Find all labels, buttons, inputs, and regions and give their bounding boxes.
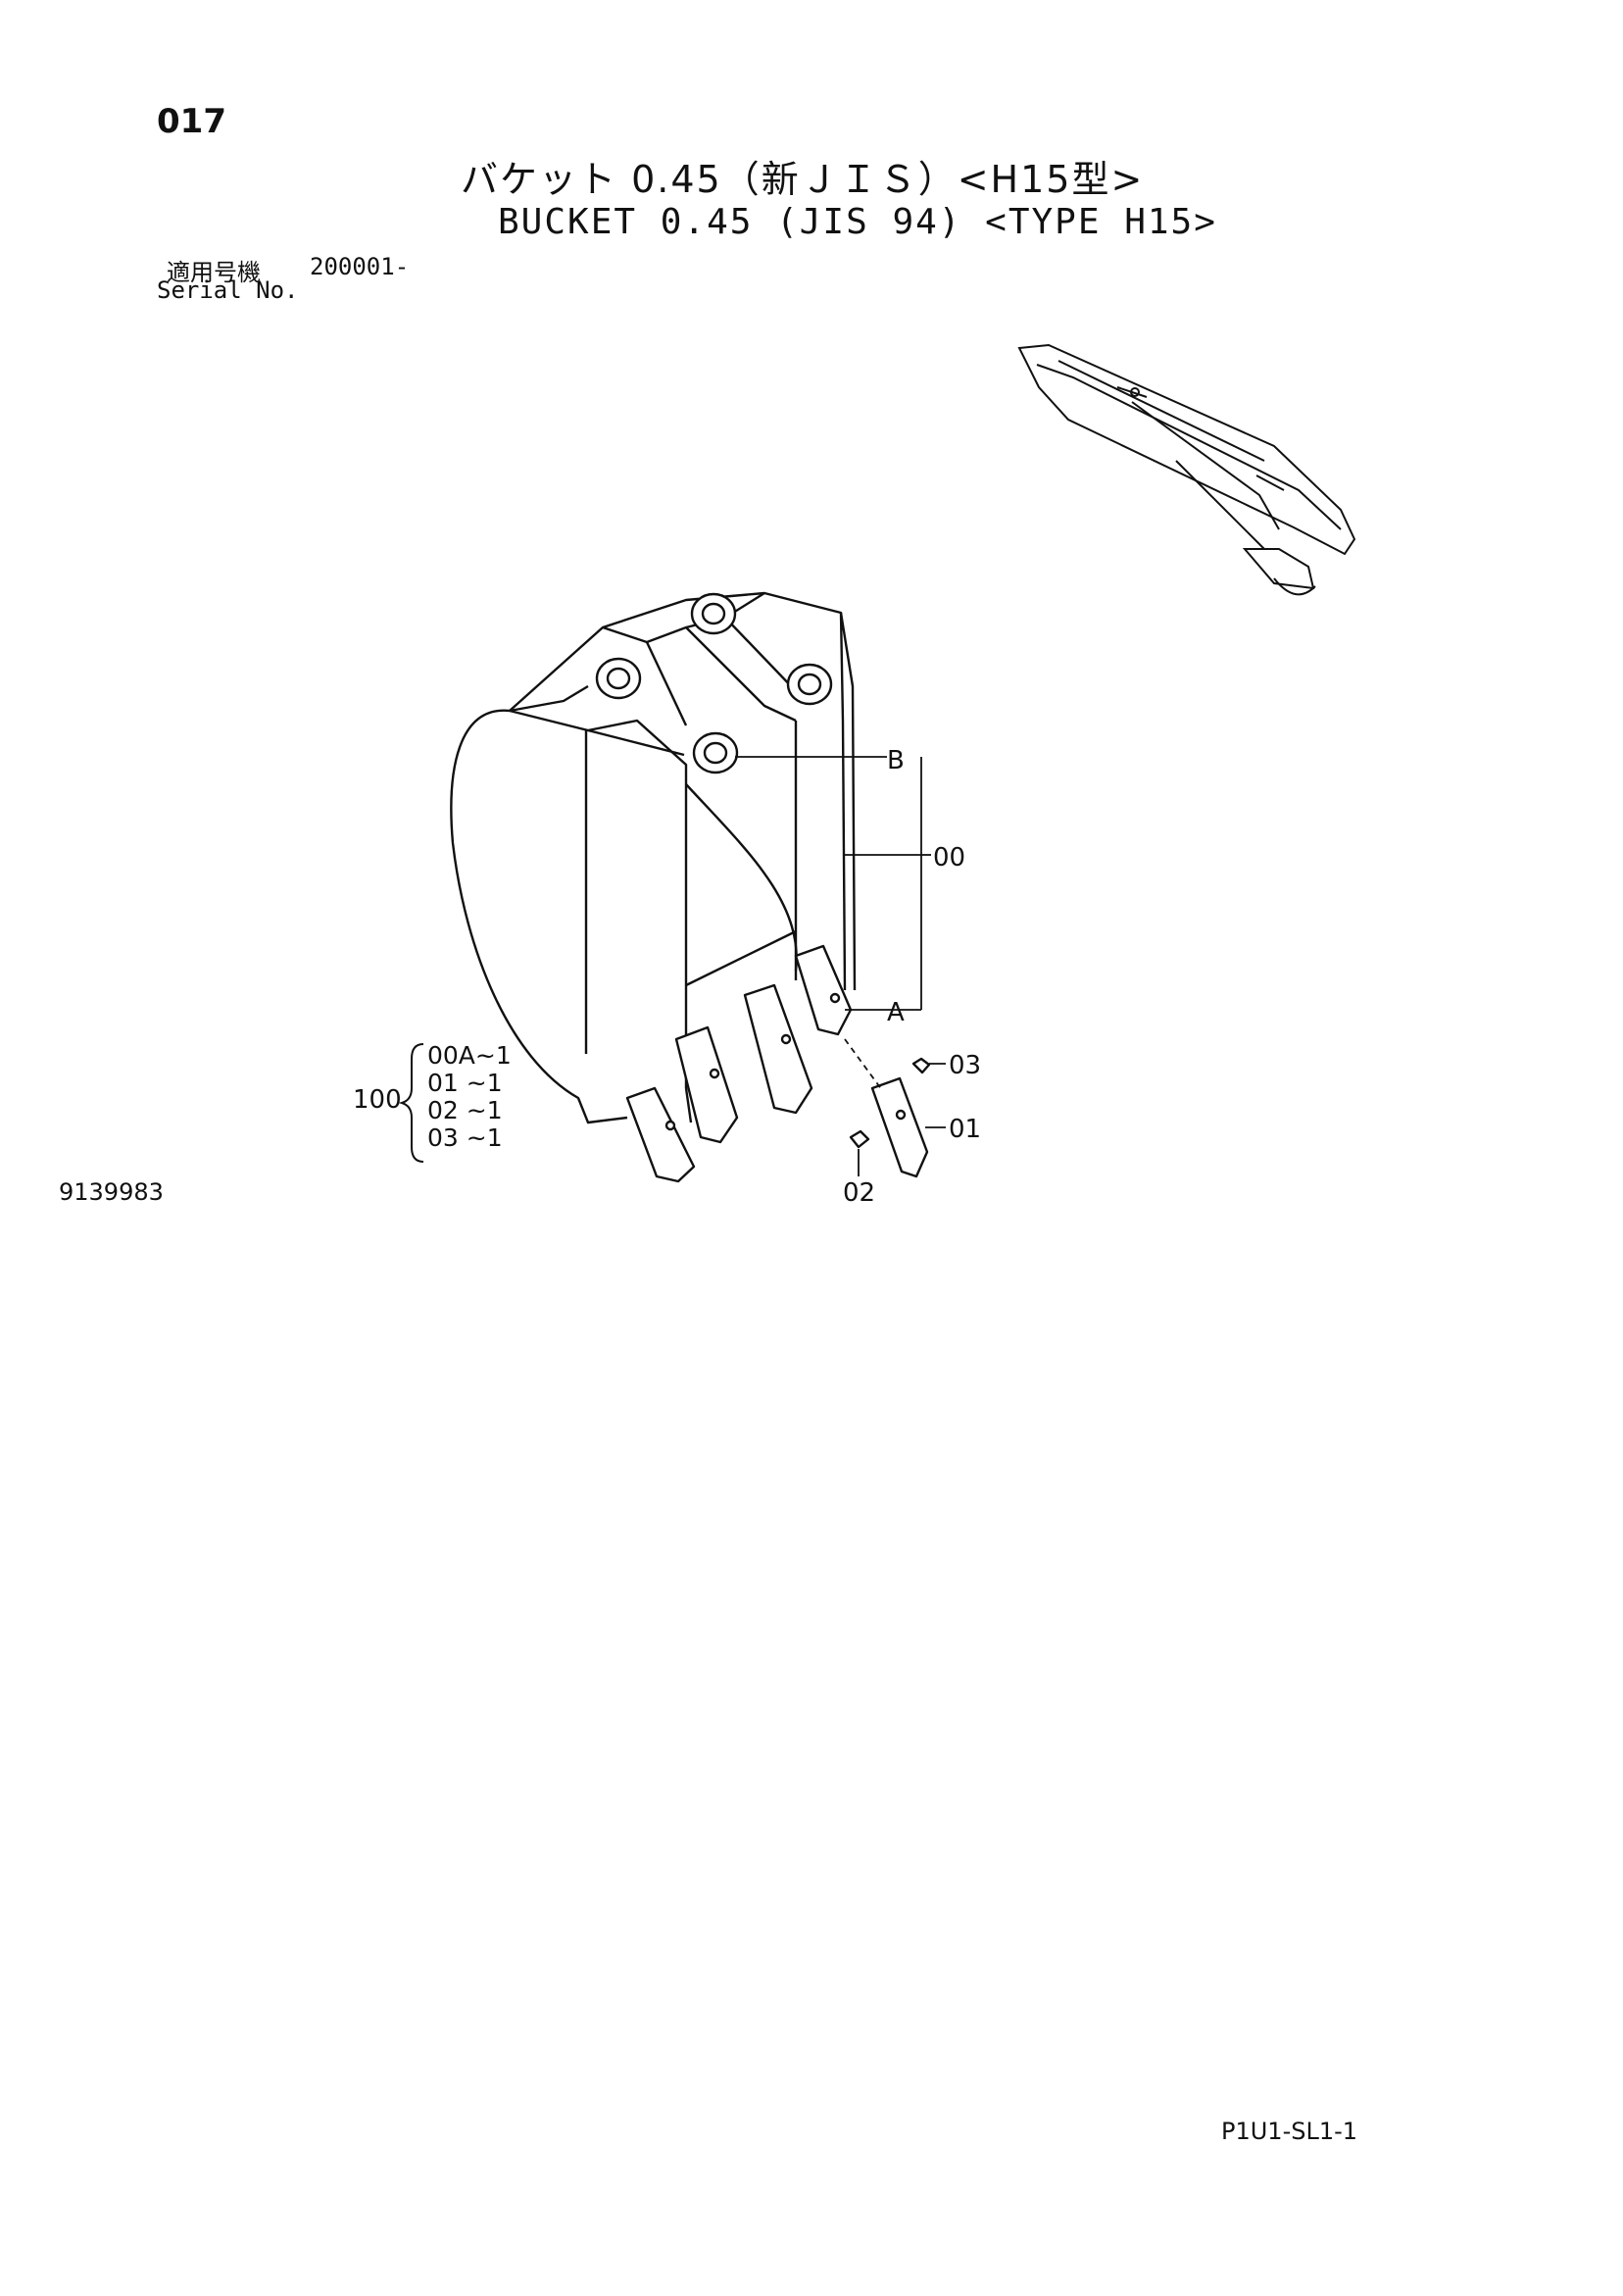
title-japanese: バケット 0.45（新ＪＩＳ）<H15型> [461,158,1145,201]
kit-brace [398,1043,424,1163]
kit-item: 03 ~1 [427,1123,503,1152]
title-english: BUCKET 0.45 (JIS 94) <TYPE H15> [498,202,1217,242]
kit-item: 01 ~1 [427,1069,503,1097]
callout-00: 00 [933,843,965,873]
kit-reference: 100 00A~1 01 ~1 02 ~1 03 ~1 [353,1041,512,1163]
leader-lines [735,756,946,1176]
page-number: 017 [157,102,226,141]
callout-a: A [887,998,905,1027]
document-id: 9139983 [59,1178,164,1206]
serial-range: 200001- [310,253,410,280]
kit-item: 00A~1 [427,1041,512,1070]
machine-arm-sketch [1017,343,1356,596]
sheet-code: P1U1-SL1-1 [1221,2118,1358,2145]
kit-item: 02 ~1 [427,1096,503,1124]
bucket-teeth [625,944,853,1183]
callout-03: 03 [949,1051,981,1080]
callout-02: 02 [843,1178,875,1208]
kit-number: 100 [353,1085,402,1115]
callout-b: B [887,746,905,775]
bucket-bosses [595,592,833,774]
serial-label-japanese: 適用号機 [167,259,261,286]
exploded-tooth [849,1057,931,1178]
serial-label-english: Serial No. [157,276,299,304]
callout-01: 01 [949,1115,981,1144]
bucket-drawing [450,591,857,1124]
